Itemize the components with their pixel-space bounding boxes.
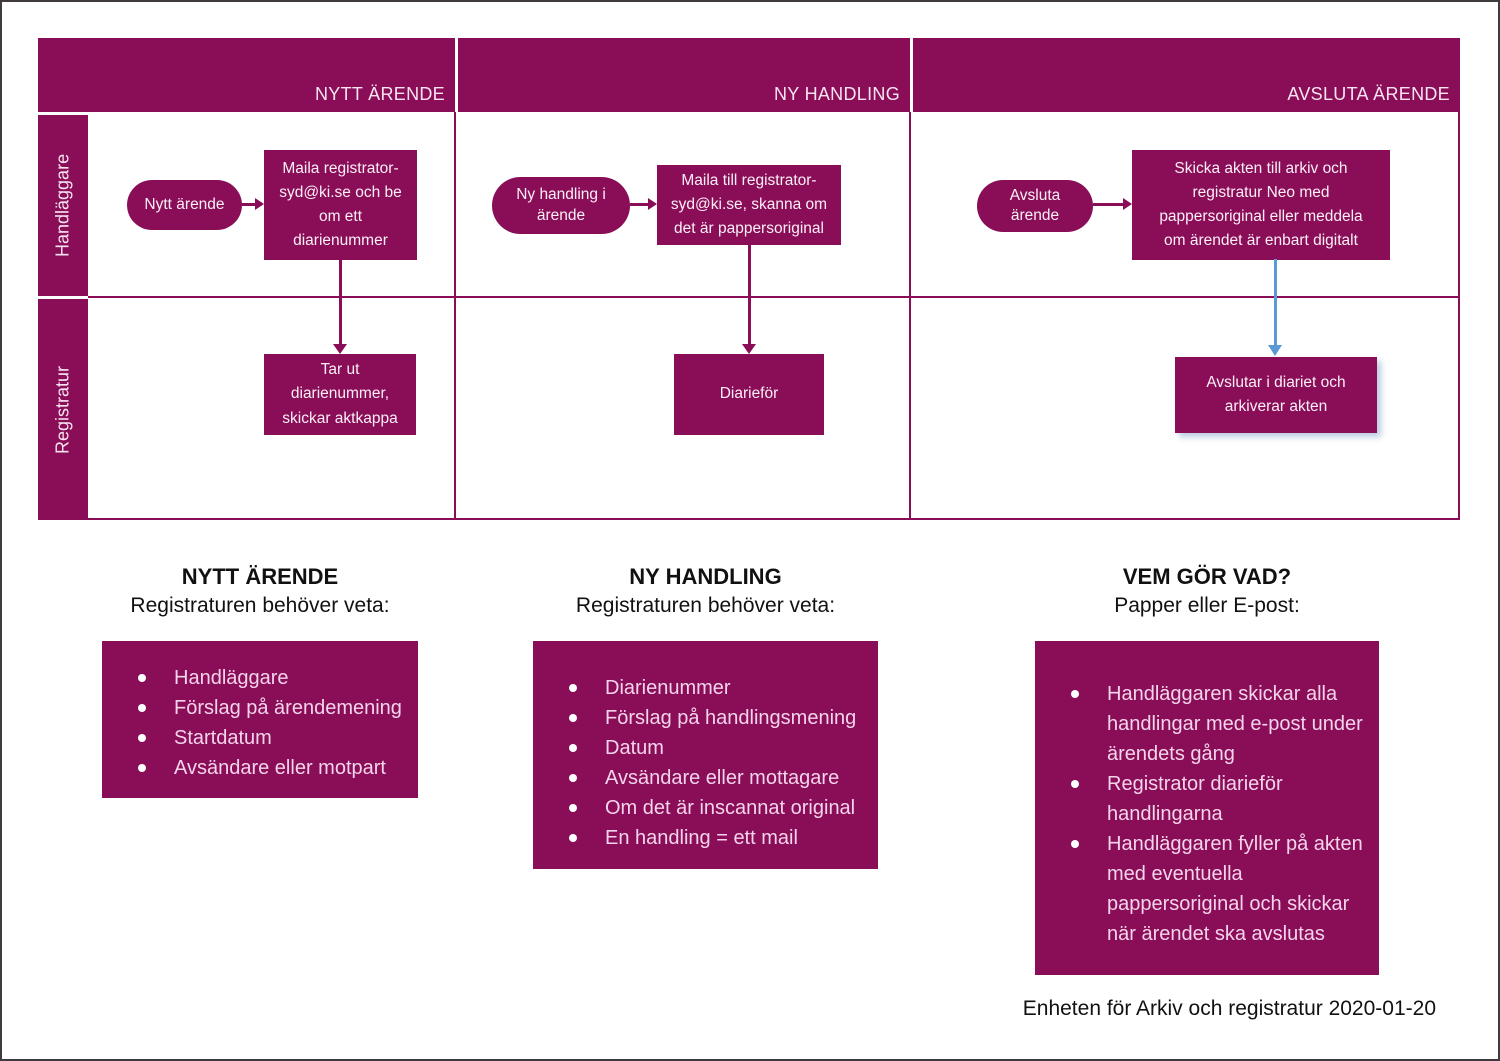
start-oval-nytt-arende: Nytt ärende bbox=[127, 180, 242, 230]
connector-line-right-3 bbox=[1093, 203, 1123, 206]
list-item: Förslag på handlingsmening bbox=[533, 703, 878, 733]
list-item: En handling = ett mail bbox=[533, 823, 878, 853]
list-item: Avsändare eller mottagare bbox=[533, 763, 878, 793]
section-title-ny-handling: NY HANDLING bbox=[629, 564, 782, 589]
column-header-avsluta-arende: AVSLUTA ÄRENDE bbox=[913, 38, 1460, 112]
connector-line-down-2 bbox=[748, 245, 751, 344]
process-box-diariefor: Diarieför bbox=[674, 354, 824, 435]
list-item: Datum bbox=[533, 733, 878, 763]
start-oval-avsluta-arende: Avsluta ärende bbox=[977, 180, 1093, 232]
bullet-box-ny-handling: Diarienummer Förslag på handlingsmening … bbox=[533, 641, 878, 869]
arrow-down-icon-1 bbox=[333, 344, 347, 354]
grid-line-column-2 bbox=[909, 112, 911, 520]
grid-line-right-border bbox=[1458, 112, 1460, 520]
list-item: Startdatum bbox=[102, 723, 418, 753]
list-item: Registrator diarieför handlingarna bbox=[1035, 769, 1379, 829]
list-item: Diarienummer bbox=[533, 673, 878, 703]
section-subtitle-ny-handling: Registraturen behöver veta: bbox=[575, 594, 836, 617]
grid-line-bottom-border bbox=[88, 518, 1460, 520]
start-oval-ny-handling: Ny handling i ärende bbox=[492, 177, 630, 234]
column-header-nytt-arende: NYTT ÄRENDE bbox=[38, 38, 455, 112]
section-subtitle-nytt-arende: Registraturen behöver veta: bbox=[130, 594, 390, 617]
list-item: Förslag på ärendemening bbox=[102, 693, 418, 723]
connector-line-down-1 bbox=[339, 260, 342, 345]
grid-line-column-1 bbox=[454, 112, 456, 520]
column-header-ny-handling: NY HANDLING bbox=[458, 38, 910, 112]
connector-line-right-1 bbox=[242, 203, 256, 206]
lane-label-handlaggare: Handläggare bbox=[38, 115, 88, 296]
connector-line-down-blue bbox=[1274, 259, 1277, 346]
lane-label-registratur: Registratur bbox=[38, 299, 88, 520]
process-box-maila-till-registrator: Maila till registrator- syd@ki.se, skann… bbox=[657, 165, 841, 245]
list-item: Handläggare bbox=[102, 663, 418, 693]
section-title-vem-gor-vad: VEM GÖR VAD? bbox=[1122, 564, 1292, 589]
arrow-down-blue-icon bbox=[1268, 345, 1282, 356]
process-box-skicka-akten: Skicka akten till arkiv och registratur … bbox=[1132, 150, 1390, 260]
arrow-down-icon-2 bbox=[742, 344, 756, 354]
connector-line-right-2 bbox=[630, 203, 648, 206]
bullet-box-nytt-arende: Handläggare Förslag på ärendemening Star… bbox=[102, 641, 418, 798]
footer-caption: Enheten för Arkiv och registratur 2020-0… bbox=[1022, 997, 1436, 1020]
process-box-avslutar-i-diariet: Avslutar i diariet och arkiverar akten bbox=[1175, 357, 1377, 433]
list-item: Avsändare eller motpart bbox=[102, 753, 418, 783]
section-title-nytt-arende: NYTT ÄRENDE bbox=[181, 564, 339, 589]
list-item: Om det är inscannat original bbox=[533, 793, 878, 823]
arrow-right-icon-3 bbox=[1123, 198, 1132, 210]
list-item: Handläggaren skickar alla handlingar med… bbox=[1035, 679, 1379, 769]
section-subtitle-vem-gor-vad: Papper eller E-post: bbox=[1114, 594, 1300, 617]
bullet-box-vem-gor-vad: Handläggaren skickar alla handlingar med… bbox=[1035, 641, 1379, 975]
list-item: Handläggaren fyller på akten med eventue… bbox=[1035, 829, 1379, 949]
arrow-right-icon-1 bbox=[255, 198, 264, 210]
arrow-right-icon-2 bbox=[648, 198, 657, 210]
grid-line-lane-divider bbox=[88, 296, 1460, 298]
process-box-maila-registrator-syd: Maila registrator- syd@ki.se och be om e… bbox=[264, 150, 417, 260]
process-box-tar-ut-diarienummer: Tar ut diarienummer, skickar aktkappa bbox=[264, 354, 416, 435]
